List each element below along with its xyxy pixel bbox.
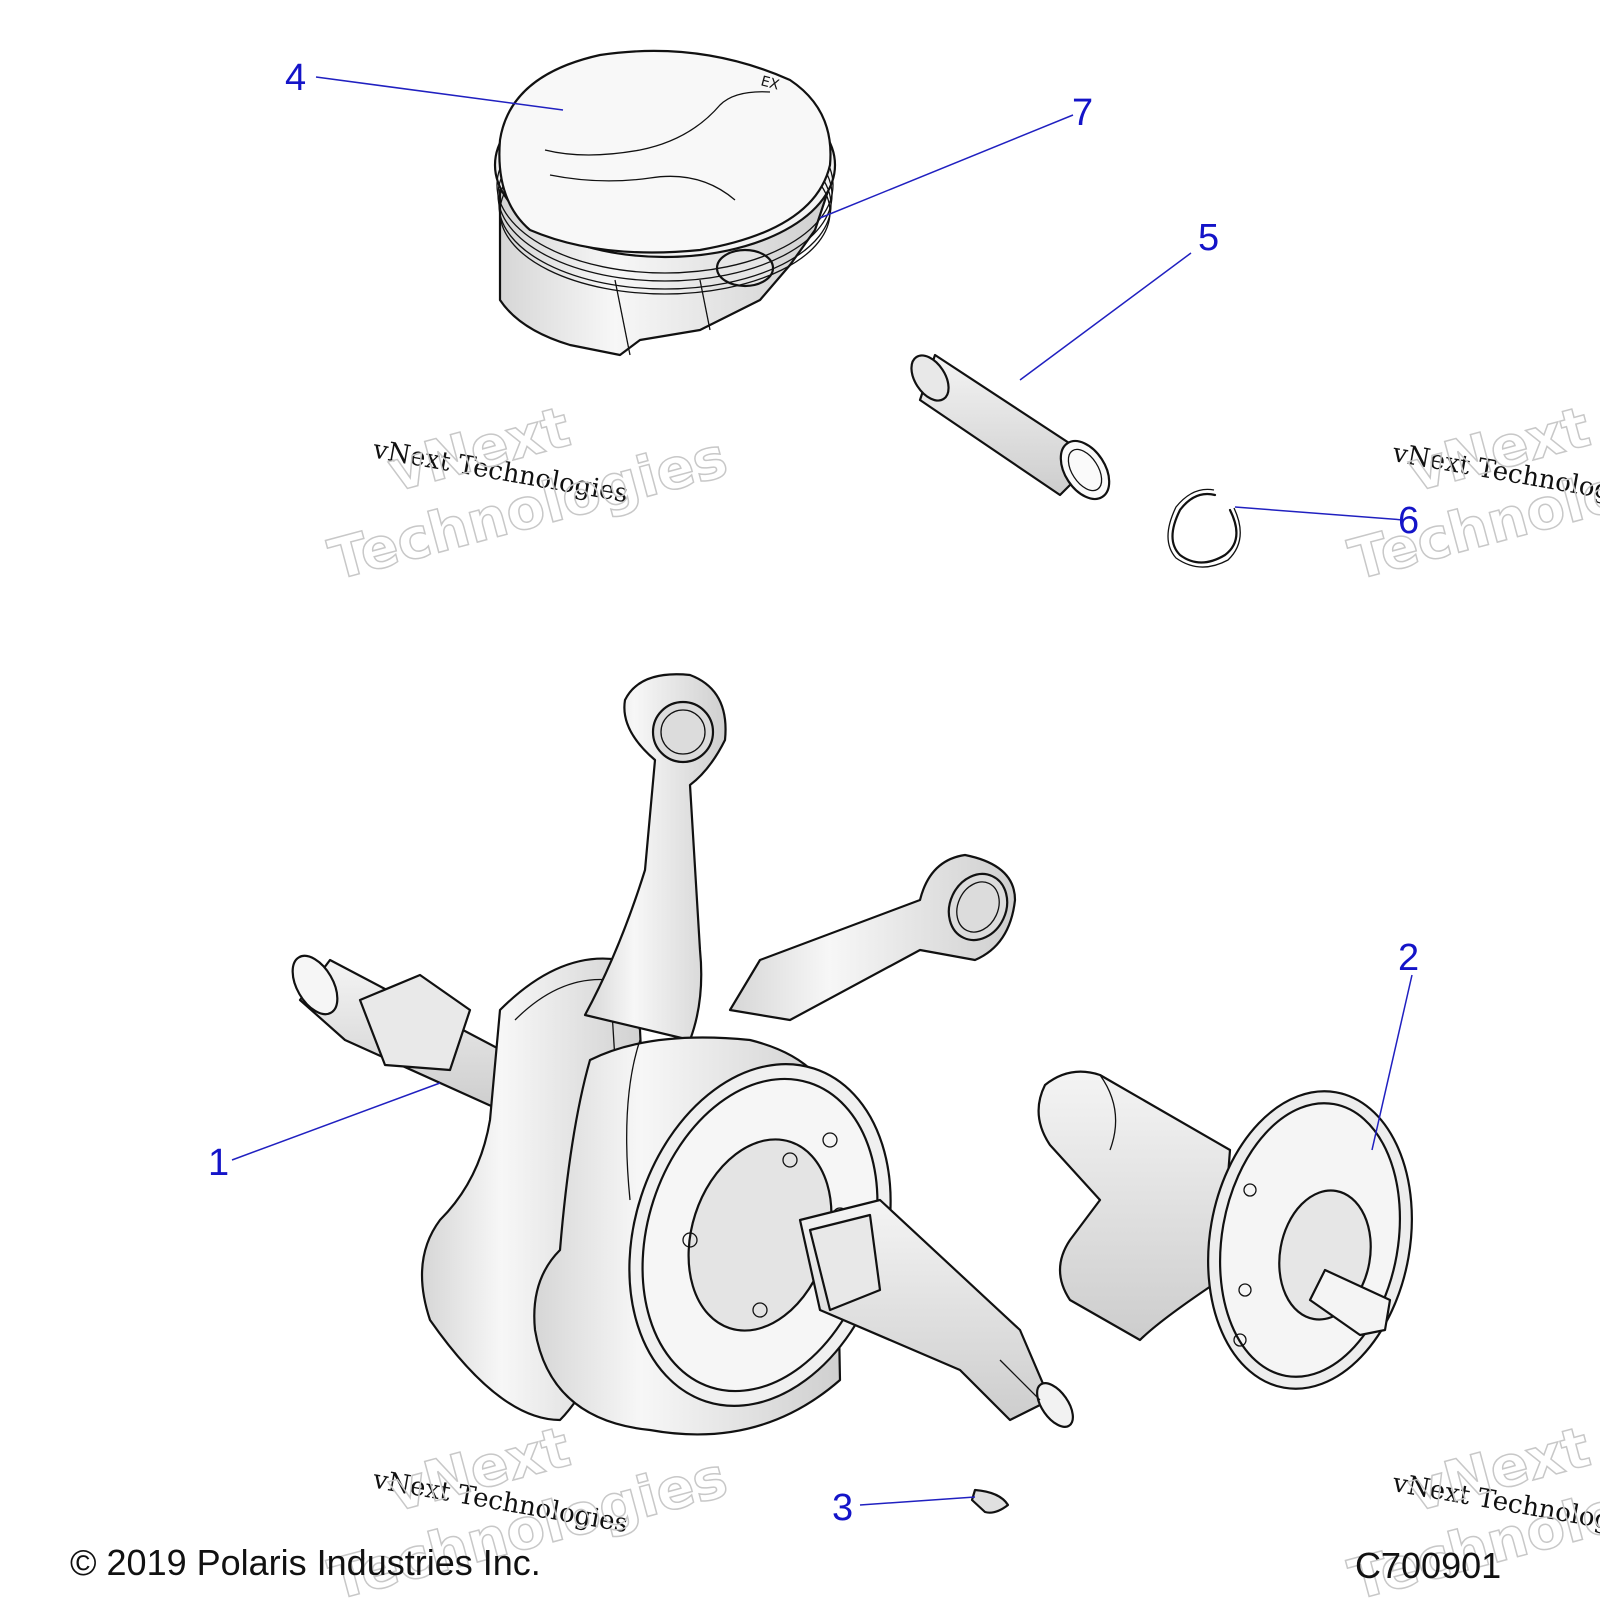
crank-gear [628,1063,892,1407]
crankshaft [291,673,1074,1436]
leader-6 [1234,506,1405,521]
piston-pin [910,353,1111,501]
leader-4 [315,76,564,111]
copyright-text: © 2019 Polaris Industries Inc. [70,1542,541,1583]
callout-3[interactable]: 3 [832,1487,853,1529]
leader-7 [819,114,1074,219]
watermark-big-top-right: vNext Technologies [1342,394,1600,594]
circlip [1167,488,1241,568]
callout-5[interactable]: 5 [1198,217,1219,259]
callouts: 1 2 3 4 5 6 7 [208,57,1419,1529]
balance-gear [1207,1090,1413,1390]
callout-4[interactable]: 4 [285,57,306,99]
diagram-code: C700901 [1355,1545,1501,1586]
callout-2[interactable]: 2 [1398,937,1419,979]
callout-1[interactable]: 1 [208,1142,229,1184]
leader-5 [1019,252,1192,381]
leader-lines [231,76,1413,1506]
piston-marking: EX [759,73,781,93]
woodruff-key [970,1488,1010,1514]
balance-shaft [1037,1070,1413,1390]
leader-3 [859,1496,976,1506]
piston: EX [493,49,837,357]
callout-7[interactable]: 7 [1072,92,1093,134]
leader-1 [231,1082,441,1161]
callout-6[interactable]: 6 [1398,500,1419,542]
leader-2 [1371,974,1413,1151]
